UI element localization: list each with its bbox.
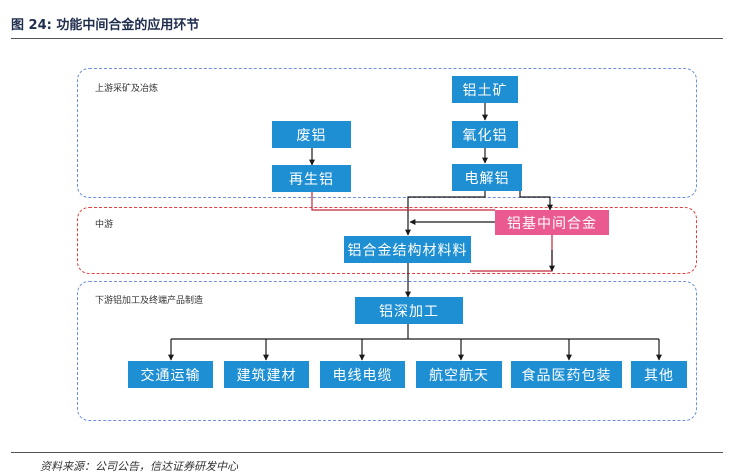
application-construction: 建筑建材 [224,361,309,388]
downstream-zone [77,281,697,421]
top-rule [11,38,723,39]
figure-title: 图 24: 功能中间合金的应用环节 [11,18,200,33]
application-food-pharma-packaging: 食品医药包装 [511,361,622,388]
application-aerospace: 航空航天 [416,361,502,388]
bauxite-node: 铝土矿 [452,76,518,103]
midstream-zone [77,207,697,274]
electrolytic-aluminum-node: 电解铝 [452,164,522,191]
application-wire-cable: 电线电缆 [320,361,405,388]
upstream-zone [77,68,697,198]
alumina-node: 氧化铝 [452,121,518,148]
scrap-aluminum-node: 废铝 [272,121,351,148]
source-note: 资料来源：公司公告，信达证券研发中心 [40,460,238,473]
midstream-zone-label: 中游 [95,220,114,230]
downstream-zone-label: 下游铝加工及终端产品制造 [95,296,204,306]
bottom-rule [11,452,723,453]
application-other: 其他 [631,361,687,388]
structural-material-node: 铝合金结构材料料 [344,236,471,263]
upstream-zone-label: 上游采矿及冶炼 [95,84,159,94]
recycled-aluminum-node: 再生铝 [272,165,351,192]
deep-processing-node: 铝深加工 [355,297,463,324]
master-alloy-node: 铝基中间合金 [495,210,609,235]
application-transport: 交通运输 [128,361,213,388]
